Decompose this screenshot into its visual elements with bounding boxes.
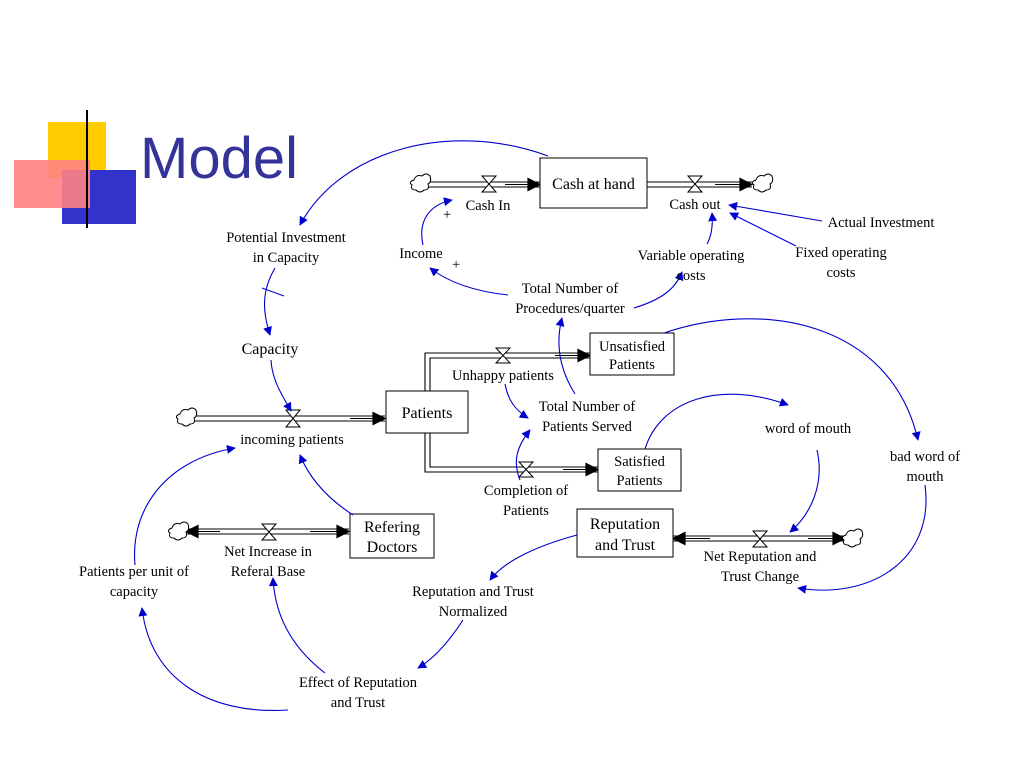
link-capacity-to-incoming	[270, 359, 292, 412]
flow-label-cash-out: Cash out	[669, 197, 720, 213]
stock-cash-at-hand: Cash at hand	[539, 157, 648, 209]
var-potential-investment-2: in Capacity	[253, 250, 320, 266]
cloud-sink-cash	[751, 173, 774, 193]
cloud-sink-referral	[167, 521, 190, 541]
link-bad-word-to-net-reputation	[797, 484, 927, 594]
flow-label-completion-2: Patients	[503, 503, 549, 519]
valve-completion	[517, 461, 535, 478]
flow-label-unhappy-patients: Unhappy patients	[452, 368, 554, 384]
svg-text:and Trust: and Trust	[595, 537, 656, 554]
link-procedures-to-variable-costs	[633, 271, 684, 309]
valve-net-increase	[260, 523, 278, 541]
slide-title: Model	[140, 126, 298, 191]
link-reputation-to-normalized	[489, 534, 578, 581]
polarity-income: +	[452, 257, 460, 273]
var-variable-costs-2: costs	[677, 268, 706, 284]
var-total-served-1: Total Number of	[539, 399, 636, 415]
cloud-source-patients	[175, 407, 198, 427]
valve-net-reputation	[751, 530, 769, 548]
var-fixed-costs-2: costs	[827, 265, 856, 281]
stock-satisfied-patients: Satisfied Patients	[597, 448, 682, 492]
var-income: Income	[399, 246, 442, 262]
var-effect-rep-1: Effect of Reputation	[299, 675, 418, 691]
link-income-to-cash-in	[421, 197, 453, 246]
valve-incoming	[284, 409, 302, 428]
var-bad-word-2: mouth	[906, 469, 944, 485]
link-completion-to-served	[515, 429, 531, 481]
var-patients-per-unit-1: Patients per unit of	[79, 564, 189, 580]
flow-label-completion-1: Completion of	[484, 483, 568, 499]
link-potential-investment-to-capacity	[263, 267, 276, 336]
flow-valves	[260, 175, 769, 548]
svg-text:Reputation: Reputation	[590, 516, 660, 533]
link-cash-to-potential-investment	[299, 140, 549, 226]
link-satisfied-to-word-of-mouth	[644, 393, 789, 450]
svg-text:Patients: Patients	[609, 357, 655, 373]
polarity-cash-in: +	[443, 207, 451, 223]
flow-label-net-reputation-1: Net Reputation and	[704, 549, 818, 565]
var-potential-investment-1: Potential Investment	[226, 230, 346, 246]
link-served-to-procedures	[555, 317, 576, 395]
var-actual-investment: Actual Investment	[828, 215, 935, 231]
stock-reputation-and-trust: Reputation and Trust	[576, 508, 674, 558]
var-total-procedures-1: Total Number of	[522, 281, 619, 297]
flow-label-incoming-patients: incoming patients	[240, 432, 344, 448]
var-total-served-2: Patients Served	[542, 419, 633, 435]
svg-text:Patients: Patients	[617, 473, 663, 489]
link-procedures-to-income	[429, 267, 509, 296]
var-rep-normalized-2: Normalized	[439, 604, 508, 620]
var-rep-normalized-1: Reputation and Trust	[412, 584, 534, 600]
link-refering-to-incoming	[298, 454, 354, 516]
var-bad-word-1: bad word of	[890, 449, 960, 465]
svg-text:Doctors: Doctors	[367, 539, 418, 556]
var-variable-costs-1: Variable operating	[638, 248, 745, 264]
flow-label-net-increase-1: Net Increase in	[224, 544, 313, 560]
svg-text:Unsatisfied: Unsatisfied	[599, 339, 666, 355]
link-word-of-mouth-to-net-reputation	[789, 449, 820, 533]
slide-logo	[14, 110, 136, 228]
valve-cash-out	[686, 175, 704, 193]
stock-refering-doctors: Refering Doctors	[349, 513, 435, 559]
var-fixed-costs-1: Fixed operating	[795, 245, 886, 261]
flow-label-net-reputation-2: Trust Change	[721, 569, 799, 585]
valve-cash-in	[480, 175, 498, 193]
var-total-procedures-2: Procedures/quarter	[515, 301, 625, 317]
flow-label-net-increase-2: Referal Base	[231, 564, 305, 580]
stock-unsatisfied-patients: Unsatisfied Patients	[589, 332, 675, 376]
link-unsatisfied-to-bad-word	[663, 318, 921, 441]
link-normalized-to-effect	[417, 619, 464, 669]
var-effect-rep-2: and Trust	[331, 695, 385, 711]
svg-text:Cash at hand: Cash at hand	[552, 176, 635, 193]
flow-clouds	[167, 173, 864, 548]
stock-patients: Patients	[385, 390, 469, 434]
cloud-source-cash	[409, 173, 432, 193]
var-capacity: Capacity	[242, 341, 299, 358]
var-patients-per-unit-2: capacity	[110, 584, 159, 600]
link-variable-costs-to-cash-out	[706, 212, 718, 245]
svg-text:Refering: Refering	[364, 519, 420, 536]
var-word-of-mouth: word of mouth	[765, 421, 852, 437]
svg-text:Patients: Patients	[402, 405, 453, 422]
link-effect-to-net-increase	[268, 577, 326, 674]
valve-unhappy	[494, 347, 512, 364]
link-fixed-costs-to-cash-out	[729, 212, 797, 247]
flow-label-cash-in: Cash In	[466, 198, 511, 214]
svg-text:Satisfied: Satisfied	[614, 454, 665, 470]
link-unhappy-to-served	[504, 383, 529, 419]
link-patients-per-unit-to-incoming	[133, 444, 236, 566]
causal-links	[133, 140, 927, 712]
cloud-sink-reputation	[841, 528, 864, 548]
link-actual-investment-to-cash-out	[728, 201, 823, 222]
link-effect-to-patients-per-unit	[138, 607, 289, 712]
